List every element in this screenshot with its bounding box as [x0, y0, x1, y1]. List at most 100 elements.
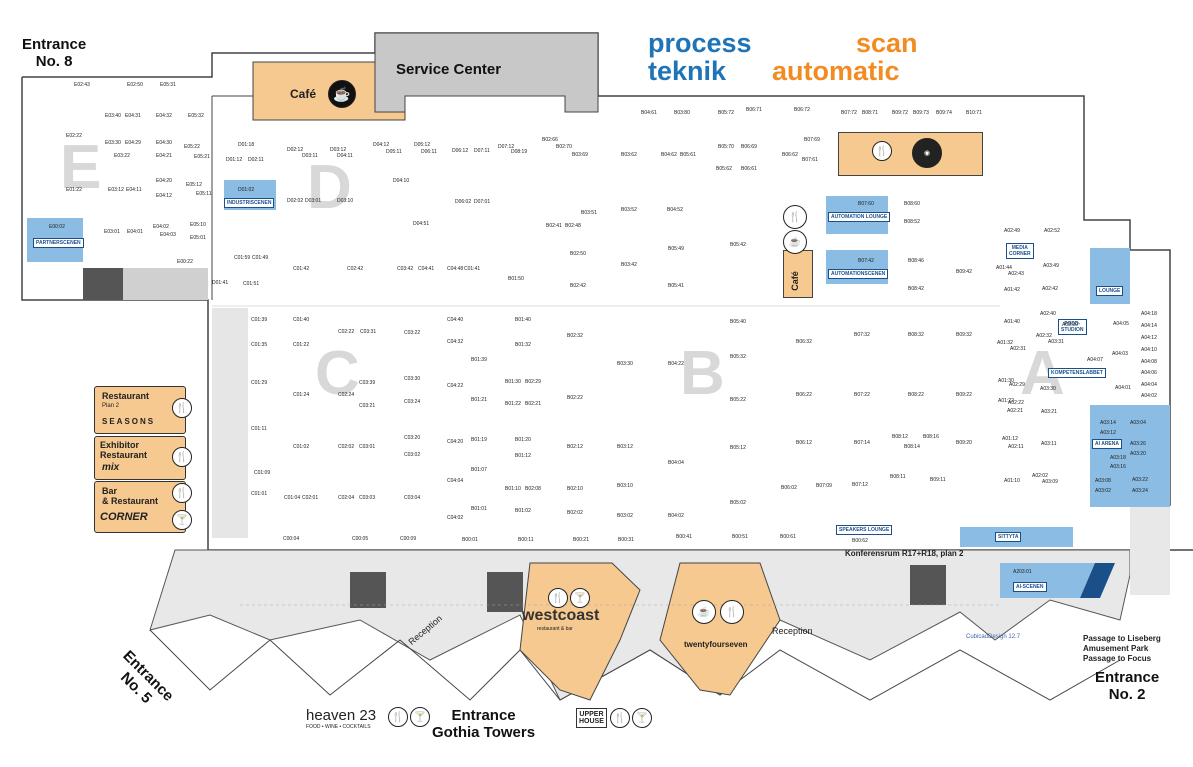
booth-b08-12[interactable]: B08:12 [892, 434, 908, 440]
booth-a02-21[interactable]: A02:21 [1007, 408, 1023, 414]
booth-b06-71[interactable]: B06:71 [746, 107, 762, 113]
booth-d03-10[interactable]: D03:10 [337, 198, 354, 204]
booth-a04-04[interactable]: A04:04 [1141, 382, 1157, 388]
booth-a03-49[interactable]: A03:49 [1043, 263, 1059, 269]
booth-e00-02[interactable]: E00:02 [49, 224, 65, 230]
booth-b01-07[interactable]: B01:07 [471, 467, 487, 473]
booth-b01-02[interactable]: B01:02 [515, 508, 531, 514]
booth-e04-02[interactable]: E04:02 [153, 224, 169, 230]
booth-a01-42[interactable]: A01:42 [1004, 287, 1020, 293]
booth-b03-69[interactable]: B03:69 [572, 152, 588, 158]
booth-b00-11[interactable]: B00:11 [518, 537, 534, 543]
booth-e04-30[interactable]: E04:30 [156, 140, 172, 146]
booth-a02-42[interactable]: A02:42 [1042, 286, 1058, 292]
booth-c03-02[interactable]: C03:02 [404, 452, 421, 458]
booth-c03-04[interactable]: C03:04 [404, 495, 421, 501]
booth-c01-22[interactable]: C01:22 [293, 342, 310, 348]
booth-c01-01[interactable]: C01:01 [251, 491, 268, 497]
booth-a04-10[interactable]: A04:10 [1141, 347, 1157, 353]
booth-b00-51[interactable]: B00:51 [732, 534, 748, 540]
ai-arena-label[interactable]: AI ARENA [1092, 439, 1122, 449]
booth-e05-10[interactable]: E05:10 [190, 222, 206, 228]
booth-a02-29[interactable]: A02:29 [1009, 382, 1025, 388]
booth-a04-18[interactable]: A04:18 [1141, 311, 1157, 317]
booth-c03-24[interactable]: C03:24 [404, 399, 421, 405]
booth-b02-08[interactable]: B02:08 [525, 486, 541, 492]
podd-label[interactable]: PODD- STUDION [1058, 319, 1087, 335]
booth-b08-11[interactable]: B08:11 [890, 474, 906, 480]
booth-d07-11[interactable]: D07:11 [474, 148, 490, 154]
booth-b03-52[interactable]: B03:52 [621, 207, 637, 213]
booth-d03-01[interactable]: D03:01 [305, 198, 322, 204]
booth-b07-22[interactable]: B07:22 [854, 392, 870, 398]
booth-c00-04[interactable]: C00:04 [283, 536, 300, 542]
booth-c02-42[interactable]: C02:42 [347, 266, 364, 272]
booth-b03-30[interactable]: B03:30 [617, 361, 633, 367]
restaurant-seasons[interactable] [94, 386, 186, 434]
booth-b03-51[interactable]: B03:51 [581, 210, 597, 216]
speakers-lounge-label[interactable]: SPEAKERS LOUNGE [836, 525, 893, 535]
booth-b02-48[interactable]: B02:48 [565, 223, 581, 229]
booth-b05-61[interactable]: B05:61 [680, 152, 696, 158]
booth-c01-42[interactable]: C01:42 [293, 266, 310, 272]
booth-e02-22[interactable]: E02:22 [66, 133, 82, 139]
booth-b02-32[interactable]: B02:32 [567, 333, 583, 339]
booth-b09-11[interactable]: B09:11 [930, 477, 946, 483]
booth-a04-02[interactable]: A04:02 [1141, 393, 1157, 399]
booth-e04-20[interactable]: E04:20 [156, 178, 172, 184]
booth-a02-43[interactable]: A02:43 [1008, 271, 1024, 277]
booth-b01-20[interactable]: B01:20 [515, 437, 531, 443]
booth-b00-61[interactable]: B00:61 [780, 534, 796, 540]
booth-b02-12[interactable]: B02:12 [567, 444, 583, 450]
booth-a01-12[interactable]: A01:12 [1002, 436, 1018, 442]
booth-c04-04[interactable]: C04:04 [447, 478, 464, 484]
booth-b02-02[interactable]: B02:02 [567, 510, 583, 516]
booth-c03-31[interactable]: C03:31 [360, 329, 377, 335]
booth-e05-12[interactable]: E05:12 [186, 182, 202, 188]
booth-d06-02[interactable]: D06:02 [455, 199, 472, 205]
booth-b10-71[interactable]: B10:71 [966, 110, 982, 116]
booth-c03-20[interactable]: C03:20 [404, 435, 421, 441]
booth-c01-02[interactable]: C01:02 [293, 444, 310, 450]
booth-b09-20[interactable]: B09:20 [956, 440, 972, 446]
booth-b05-32[interactable]: B05:32 [730, 354, 746, 360]
booth-b08-14[interactable]: B08:14 [904, 444, 920, 450]
booth-b08-22[interactable]: B08:22 [908, 392, 924, 398]
booth-a04-08[interactable]: A04:08 [1141, 359, 1157, 365]
booth-b07-09[interactable]: B07:09 [816, 483, 832, 489]
booth-e01-22[interactable]: E01:22 [66, 187, 82, 193]
booth-b02-50[interactable]: B02:50 [570, 251, 586, 257]
booth-c02-04[interactable]: C02:04 [338, 495, 355, 501]
booth-a03-08[interactable]: A03:08 [1095, 478, 1111, 484]
booth-a02-40[interactable]: A02:40 [1040, 311, 1056, 317]
booth-a03-14[interactable]: A03:14 [1100, 420, 1116, 426]
booth-b09-73[interactable]: B09:73 [913, 110, 929, 116]
booth-b01-39[interactable]: B01:39 [471, 357, 487, 363]
booth-c04-02[interactable]: C04:02 [447, 515, 464, 521]
booth-e03-40[interactable]: E03:40 [105, 113, 121, 119]
booth-b06-62[interactable]: B06:62 [782, 152, 798, 158]
booth-e03-30[interactable]: E03:30 [105, 140, 121, 146]
booth-d01-02[interactable]: D01:02 [238, 187, 255, 193]
booth-b08-60[interactable]: B08:60 [904, 201, 920, 207]
booth-e03-01[interactable]: E03:01 [104, 229, 120, 235]
booth-b05-02[interactable]: B05:02 [730, 500, 746, 506]
booth-b07-69[interactable]: B07:69 [804, 137, 820, 143]
booth-b05-42[interactable]: B05:42 [730, 242, 746, 248]
booth-b03-80[interactable]: B03:80 [674, 110, 690, 116]
booth-b01-22[interactable]: B01:22 [505, 401, 521, 407]
booth-a03-20[interactable]: A03:20 [1130, 451, 1146, 457]
booth-b07-14[interactable]: B07:14 [854, 440, 870, 446]
booth-b00-62[interactable]: B00:62 [852, 538, 868, 544]
booth-a03-12[interactable]: A03:12 [1100, 430, 1116, 436]
booth-b06-12[interactable]: B06:12 [796, 440, 812, 446]
booth-b05-41[interactable]: B05:41 [668, 283, 684, 289]
booth-a02-22[interactable]: A02:22 [1008, 400, 1024, 406]
booth-b03-62[interactable]: B03:62 [621, 152, 637, 158]
booth-e04-32[interactable]: E04:32 [156, 113, 172, 119]
booth-c03-42[interactable]: C03:42 [397, 266, 414, 272]
booth-d02-11[interactable]: D02:11 [248, 157, 264, 163]
booth-b06-22[interactable]: B06:22 [796, 392, 812, 398]
restaurant-mix[interactable] [94, 436, 186, 480]
booth-c04-48[interactable]: C04:48 [447, 266, 464, 272]
